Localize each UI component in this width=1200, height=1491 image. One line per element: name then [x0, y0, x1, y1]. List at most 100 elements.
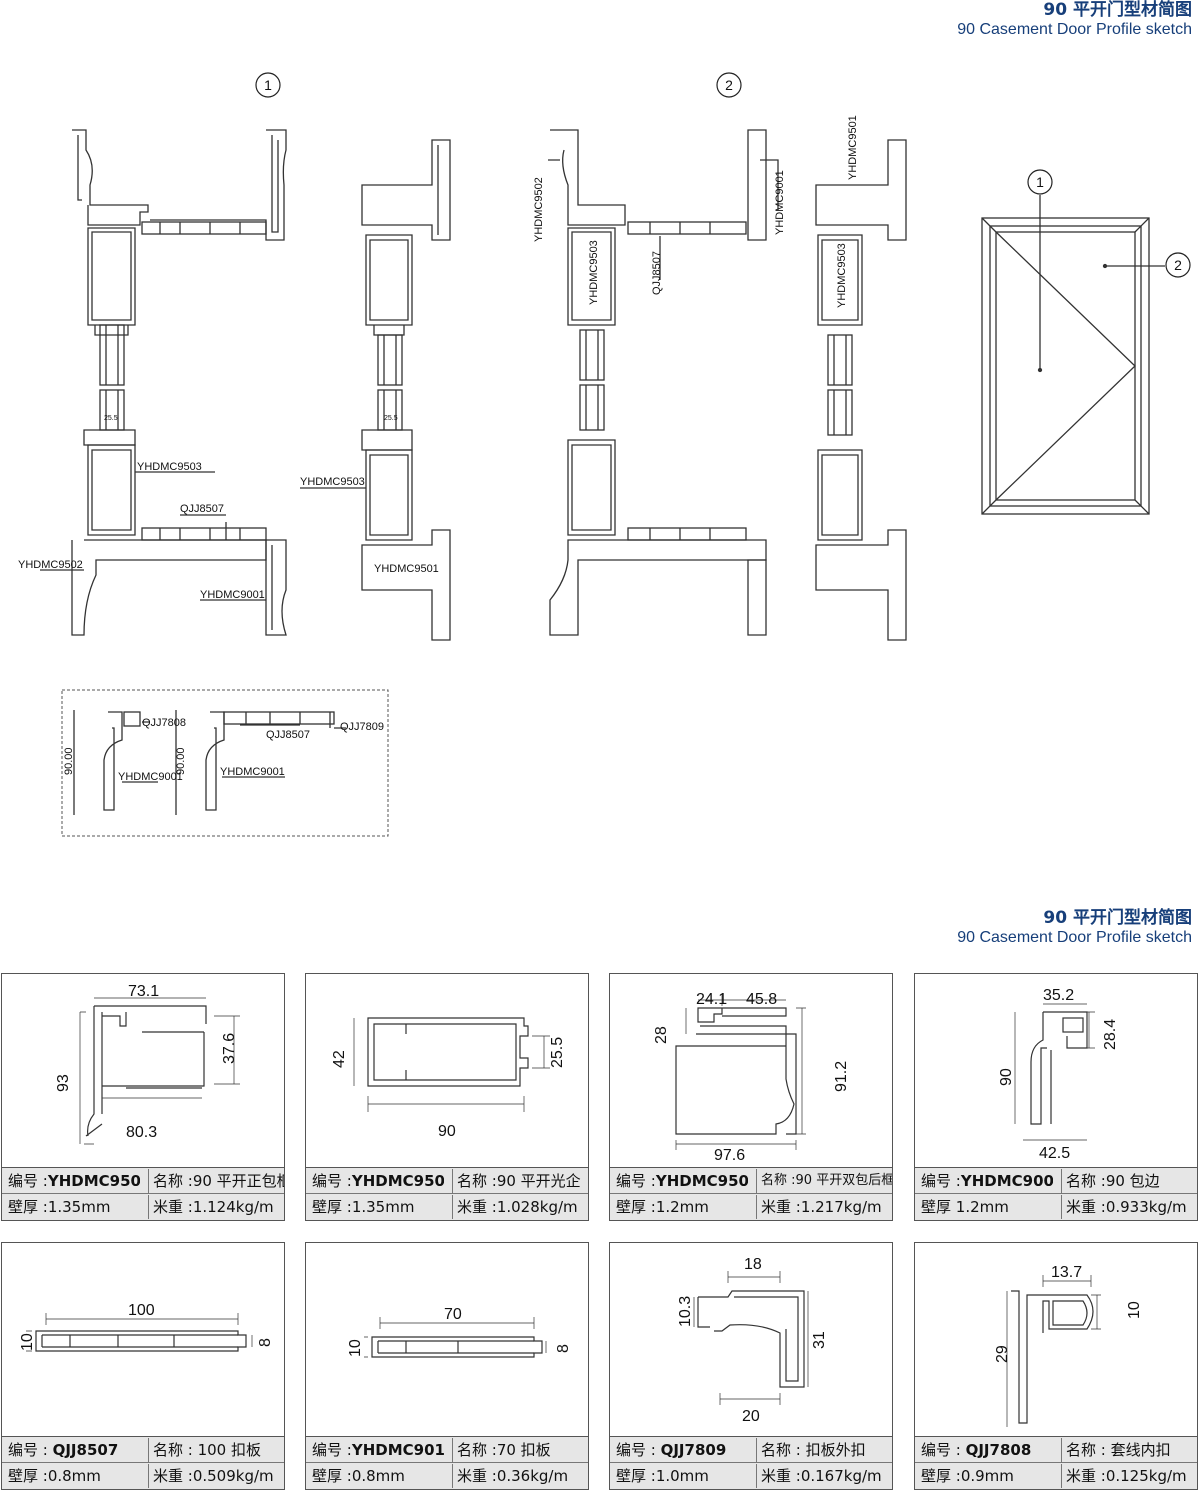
profile-code: QJJ7808 — [965, 1441, 1032, 1459]
label-1b-glass: 25.5 — [384, 415, 398, 422]
dim-2: 10.3 — [677, 1296, 694, 1327]
profile-drawing: 35.2 28.4 90 42.5 — [998, 987, 1119, 1162]
profile-drawing: 24.1 45.8 28 91.2 97.6 — [653, 991, 850, 1164]
dim-1: 35.2 — [1043, 987, 1074, 1004]
detail-yhdmc9001-a: YHDMC9001 — [118, 771, 183, 783]
weight-label: 米重 : — [761, 1198, 801, 1216]
profile-code: YHDMC9503 — [351, 1172, 444, 1190]
profile-card-yhdmc9001: 35.2 28.4 90 42.5 编号 :YHDMC9001 名称 :90 包… — [914, 973, 1198, 1221]
name-label: 名称 : — [457, 1441, 497, 1459]
wall-label: 壁厚 : — [8, 1467, 48, 1485]
dim-4: 80.3 — [126, 1124, 157, 1141]
dim-3: 31 — [811, 1331, 828, 1349]
label-1-yhdmc9001: YHDMC9001 — [200, 589, 265, 601]
dim-1: 73.1 — [128, 983, 159, 1000]
weight-per-meter: 0.125kg/m — [1105, 1467, 1187, 1485]
label-1-glass: 25.5 — [104, 415, 118, 422]
dim-1: 24.1 — [696, 991, 727, 1008]
section-title-zh: 90 平开门型材简图 — [1043, 908, 1192, 928]
wall-label: 壁厚 : — [312, 1198, 352, 1216]
elevation-marker-2: 2 — [1174, 257, 1182, 273]
name-label: 名称 : — [153, 1172, 193, 1190]
weight-per-meter: 1.217kg/m — [800, 1198, 882, 1216]
header-top: 90 平开门型材简图 90 Casement Door Profile sket… — [957, 0, 1192, 40]
dim-2: 28.4 — [1102, 1019, 1119, 1050]
weight-per-meter: 0.509kg/m — [192, 1467, 274, 1485]
name-label: 名称 : — [1066, 1172, 1106, 1190]
wall-thickness: 1.2mm — [655, 1198, 709, 1216]
profile-info: 编号 : QJJ7809 名称 : 扣板外扣 壁厚 :1.0mm 米重 :0.1… — [610, 1436, 892, 1489]
wall-label: 壁厚 : — [312, 1467, 352, 1485]
wall-label: 壁厚 : — [616, 1467, 656, 1485]
section-2-right — [815, 139, 907, 641]
profile-info: 编号 :YHDMC9001 名称 :90 包边 壁厚 1.2mm 米重 :0.9… — [915, 1167, 1197, 1220]
profile-info: 编号 :YHDMC9503 名称 :90 平开光企 壁厚 :1.35mm 米重 … — [306, 1167, 588, 1220]
label-2-yhdmc9503: YHDMC9503 — [588, 240, 600, 305]
profile-name: 扣板外扣 — [805, 1441, 866, 1459]
weight-label: 米重 : — [457, 1198, 497, 1216]
wall-thickness: 1.0mm — [655, 1467, 709, 1485]
profile-info: 编号 :YHDMC9011 名称 :70 扣板 壁厚 :0.8mm 米重 :0.… — [306, 1436, 588, 1489]
wall-label: 壁厚 : — [8, 1198, 48, 1216]
profile-info: 编号 : QJJ8507 名称 : 100 扣板 壁厚 :0.8mm 米重 :0… — [2, 1436, 284, 1489]
weight-label: 米重 : — [457, 1467, 497, 1485]
dim-2: 10 — [1126, 1301, 1143, 1319]
detail-qjj7808: QJJ7808 — [142, 717, 186, 729]
wall-label: 壁厚 : — [921, 1467, 961, 1485]
profile-code: YHDMC9011 — [351, 1441, 444, 1459]
wall-thickness: 0.8mm — [351, 1467, 405, 1485]
profile-name: 70 扣板 — [496, 1441, 551, 1459]
wall-label: 壁厚 : — [616, 1198, 656, 1216]
dim-3: 28 — [653, 1026, 670, 1044]
label-1b-yhdmc9501: YHDMC9501 — [374, 563, 439, 575]
marker-1: 1 — [264, 77, 272, 93]
profile-name: 90 平开光企 — [496, 1172, 581, 1190]
code-label: 编号 : — [616, 1172, 656, 1190]
dim-1: 100 — [128, 1302, 155, 1319]
weight-label: 米重 : — [761, 1467, 801, 1485]
label-2-yhdmc9001: YHDMC9001 — [774, 170, 786, 235]
profile-name: 90 包边 — [1105, 1172, 1160, 1190]
weight-per-meter: 0.167kg/m — [800, 1467, 882, 1485]
dim-1: 42 — [331, 1050, 348, 1068]
profile-code: QJJ8507 — [52, 1441, 119, 1459]
wall-label: 壁厚 — [921, 1198, 956, 1216]
name-label: 名称 : — [457, 1172, 497, 1190]
dim-2: 37.6 — [221, 1033, 238, 1064]
dim-3: 8 — [257, 1338, 274, 1347]
wall-thickness: 1.35mm — [47, 1198, 111, 1216]
profile-drawing: 18 10.3 31 20 — [677, 1256, 828, 1425]
wall-thickness: 1.2mm — [955, 1198, 1009, 1216]
code-label: 编号 : — [921, 1441, 966, 1459]
profile-card-qjj8507: 100 10 8 编号 : QJJ8507 名称 : 100 扣板 壁厚 :0.… — [1, 1242, 285, 1490]
dim-4: 20 — [742, 1408, 760, 1425]
profile-card-yhdmc9501: 73.1 37.6 93 80.3 编号 :YHDMC9501 名称 :90 平… — [1, 973, 285, 1221]
weight-label: 米重 : — [1066, 1198, 1106, 1216]
name-label: 名称 : — [153, 1441, 198, 1459]
label-2-yhdmc9502: YHDMC9502 — [533, 177, 545, 242]
section-1-right — [361, 139, 451, 641]
profile-code: YHDMC9001 — [960, 1172, 1053, 1190]
section-title-en: 90 Casement Door Profile sketch — [957, 929, 1192, 946]
profile-drawing: 73.1 37.6 93 80.3 — [55, 983, 240, 1145]
label-2b-yhdmc9501: YHDMC9501 — [847, 115, 859, 180]
label-1-yhdmc9503: YHDMC9503 — [137, 461, 202, 473]
section-1-left — [71, 129, 287, 636]
name-label: 名称 : — [1066, 1441, 1111, 1459]
profile-drawing: 13.7 10 29 — [994, 1264, 1143, 1427]
detail-qjj7809: QJJ7809 — [340, 721, 384, 733]
weight-per-meter: 1.028kg/m — [496, 1198, 578, 1216]
code-label: 编号 : — [312, 1441, 352, 1459]
page-title-zh: 90 平开门型材简图 — [1043, 0, 1192, 20]
dim-3: 90 — [438, 1123, 456, 1140]
profile-code: YHDMC9502 — [655, 1172, 748, 1190]
weight-per-meter: 1.124kg/m — [192, 1198, 274, 1216]
code-label: 编号 : — [616, 1441, 661, 1459]
elevation-marker-1: 1 — [1036, 174, 1044, 190]
profile-name: 90 平开双包后框 — [795, 1173, 892, 1188]
section-2-left — [549, 129, 767, 636]
dim-3: 8 — [555, 1344, 572, 1353]
code-label: 编号 : — [8, 1172, 48, 1190]
label-1-qjj8507: QJJ8507 — [180, 503, 224, 515]
weight-label: 米重 : — [1066, 1467, 1106, 1485]
